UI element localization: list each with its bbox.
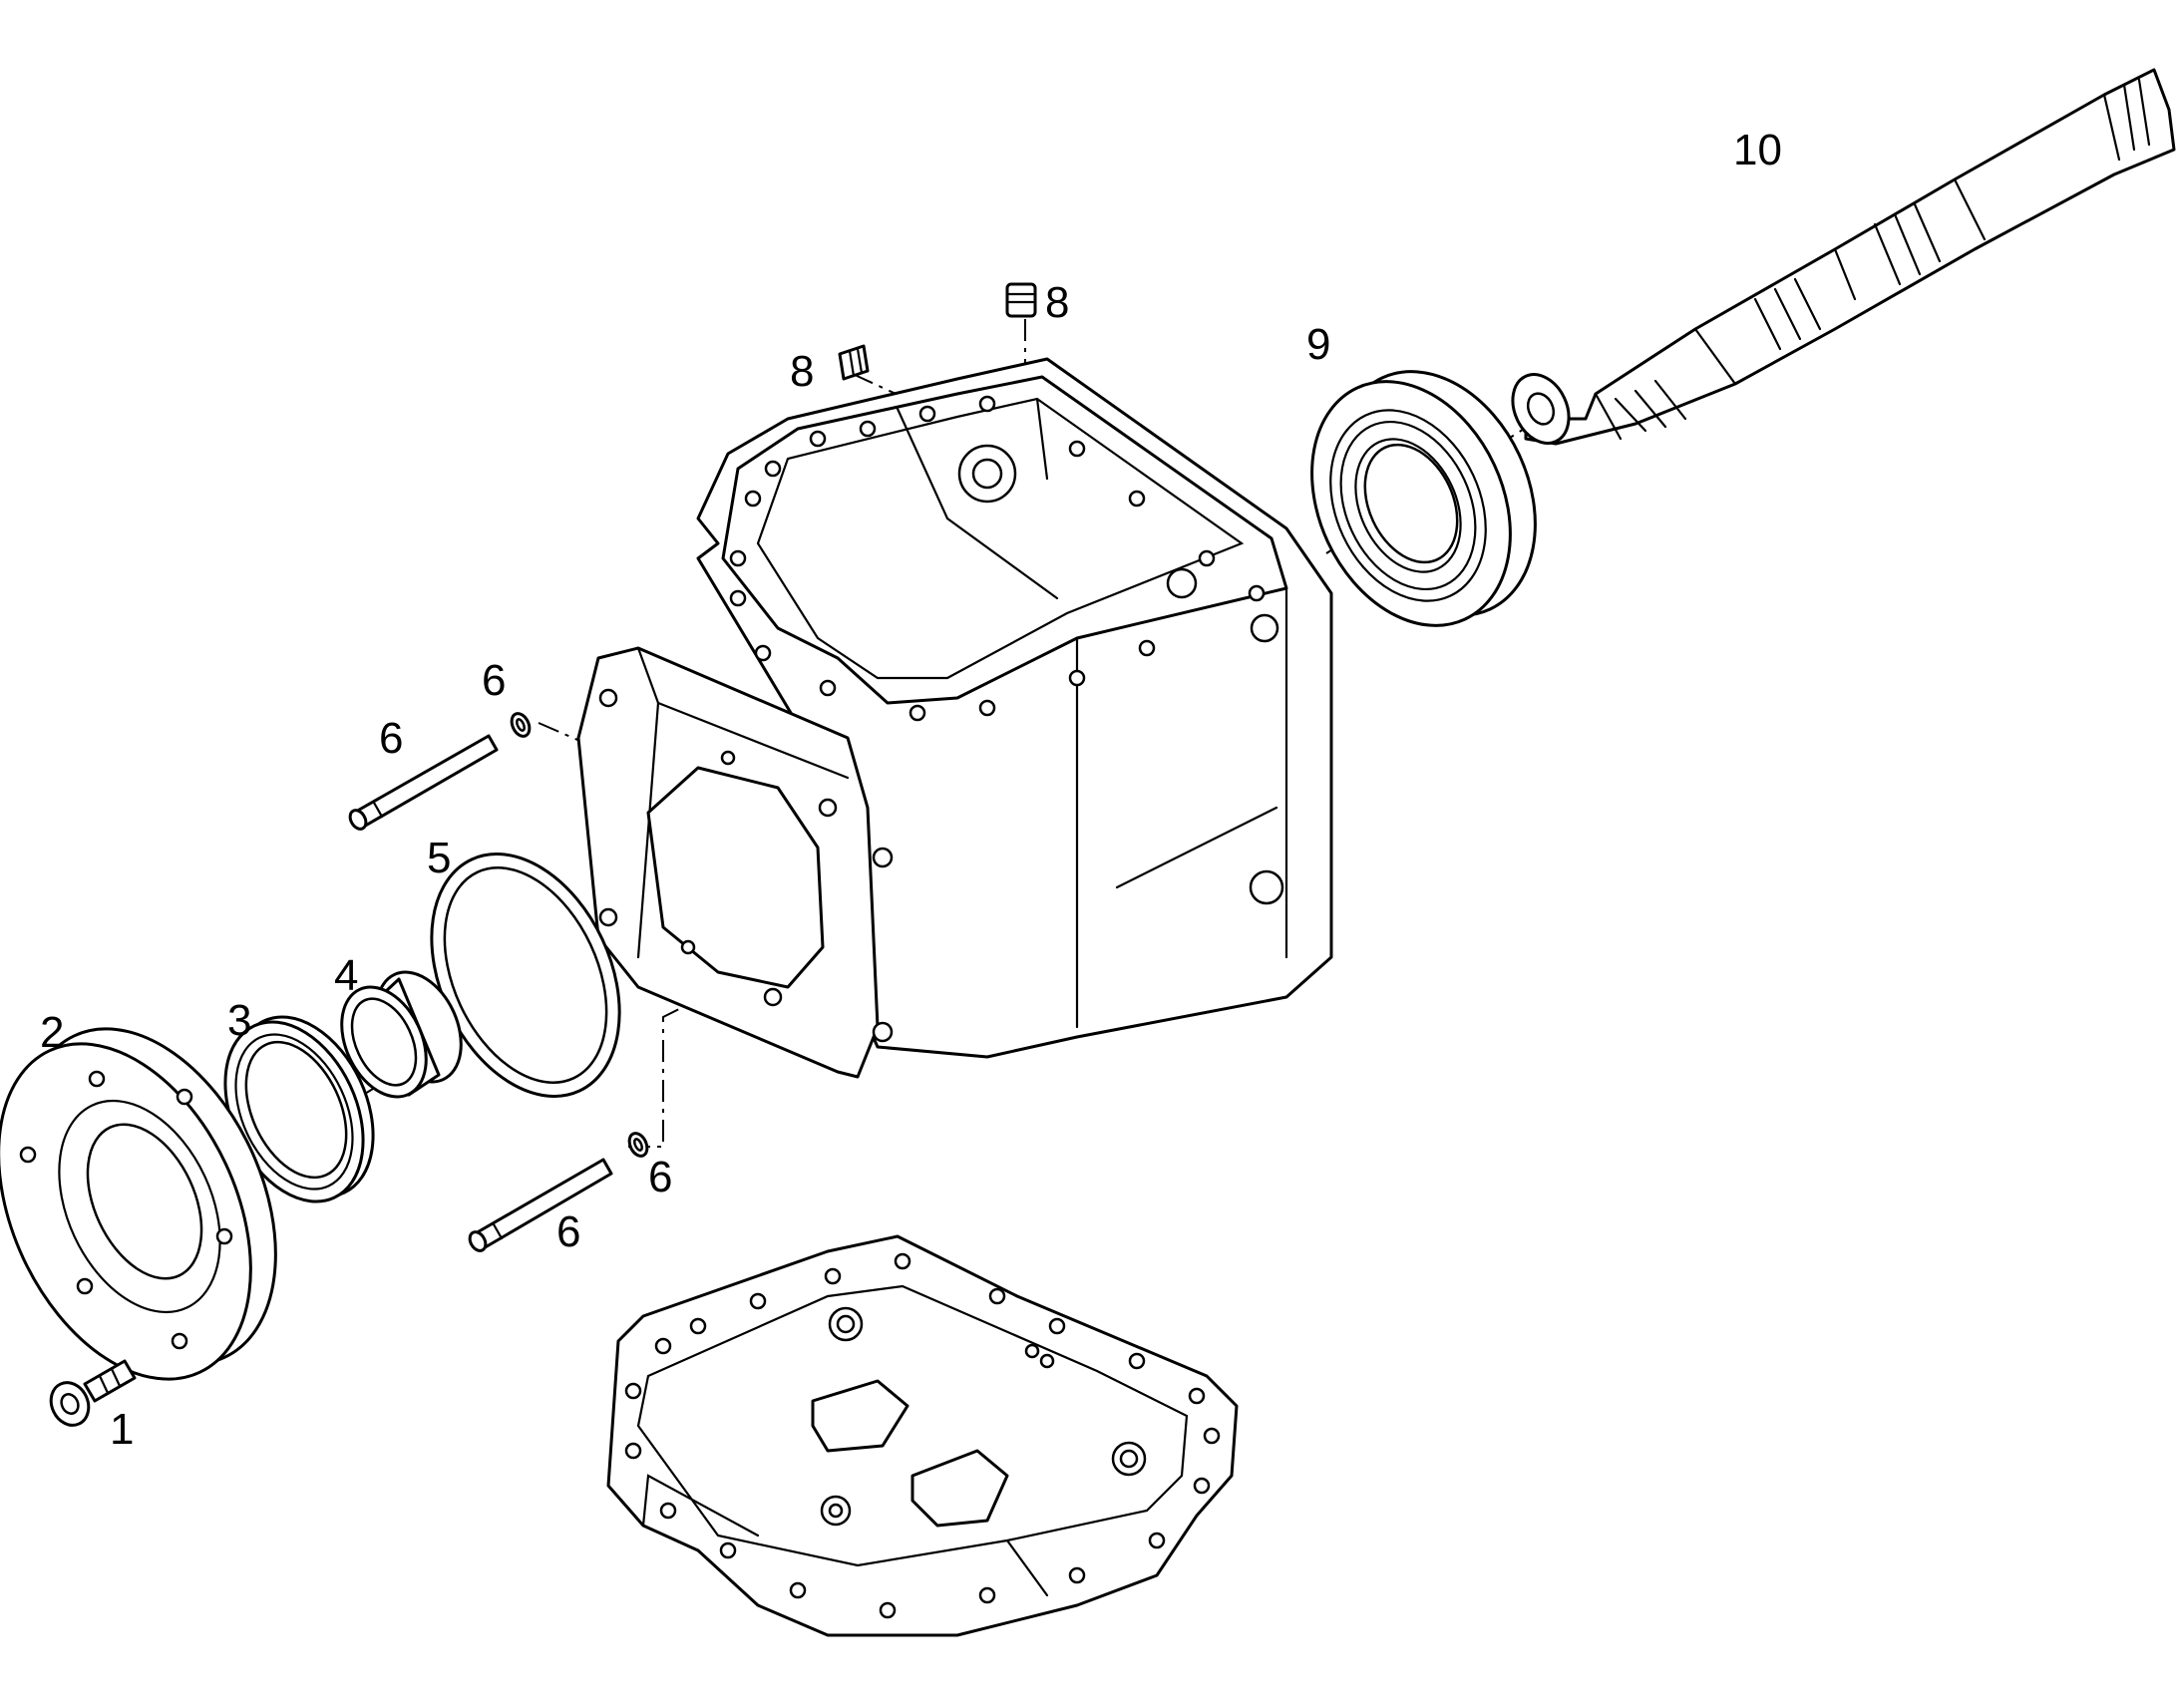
housing-front-flange	[576, 646, 894, 1079]
dowel-pin-upper	[348, 734, 499, 831]
plug-screw-top	[1005, 282, 1037, 318]
roller-bearing	[1310, 370, 1537, 627]
shaft-seal	[223, 1015, 375, 1203]
callout-2: 2	[40, 1008, 64, 1057]
o-ring	[430, 853, 621, 1098]
splined-shaft	[1511, 68, 2176, 446]
callout-8-top: 8	[1045, 278, 1069, 327]
callout-8-side: 8	[790, 347, 814, 396]
bushing	[340, 970, 463, 1099]
callout-6-upper-pin: 6	[379, 714, 403, 763]
bottom-cover	[606, 1234, 1239, 1637]
callout-6-lower-washer: 6	[648, 1153, 672, 1201]
washer-upper	[510, 712, 532, 738]
callout-5: 5	[427, 834, 451, 882]
callout-9: 9	[1306, 320, 1330, 369]
callout-6-upper-washer: 6	[482, 656, 506, 705]
callout-1: 1	[110, 1405, 134, 1454]
callout-4: 4	[334, 951, 358, 1000]
dowel-pin-lower	[468, 1158, 613, 1252]
cap-screw	[49, 1359, 137, 1427]
gearbox-housing	[696, 357, 1333, 1059]
callout-10: 10	[1733, 126, 1782, 174]
callout-3: 3	[227, 996, 251, 1045]
flange-cover	[0, 1027, 277, 1381]
callout-labels: 1 2 3 4 5 6 6 6 6 8 8 9 10	[40, 126, 1782, 1454]
callout-6-lower-pin: 6	[556, 1207, 580, 1256]
plug-screw-side	[838, 344, 870, 381]
washer-lower	[627, 1132, 649, 1158]
